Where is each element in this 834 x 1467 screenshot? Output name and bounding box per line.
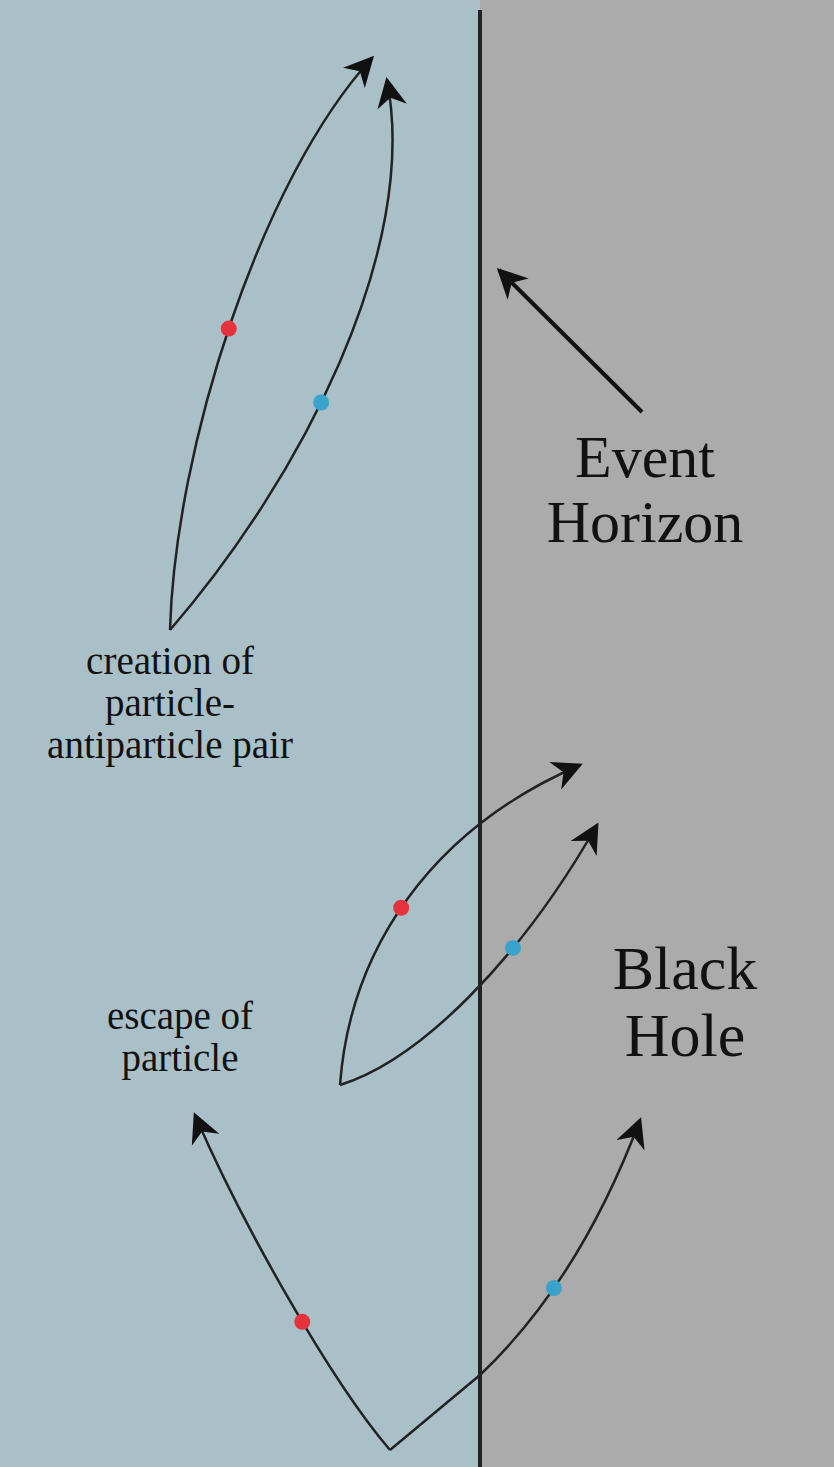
creation-label: creation of particle-antiparticle pair xyxy=(30,640,310,766)
particle-path xyxy=(340,765,580,1085)
black-hole-region xyxy=(480,0,834,1467)
particle-dot xyxy=(313,395,329,411)
particle-dot xyxy=(505,940,521,956)
particle-dot xyxy=(221,321,237,337)
antiparticle-path xyxy=(340,825,597,1085)
event-horizon-line xyxy=(478,10,482,1467)
escape-label: escape of particle xyxy=(60,995,300,1079)
particle-path xyxy=(170,58,372,630)
outside-region xyxy=(0,0,480,1467)
particle-path xyxy=(195,1115,390,1450)
black-hole-label: Black Hole xyxy=(570,935,800,1069)
particle-dot xyxy=(393,900,409,916)
antiparticle-path xyxy=(390,1120,640,1450)
particle-dot xyxy=(546,1280,562,1296)
particle-dot xyxy=(294,1314,310,1330)
antiparticle-path xyxy=(170,80,393,630)
event-horizon-label: Event Horizon xyxy=(495,425,795,555)
leader-arrow xyxy=(499,270,642,412)
